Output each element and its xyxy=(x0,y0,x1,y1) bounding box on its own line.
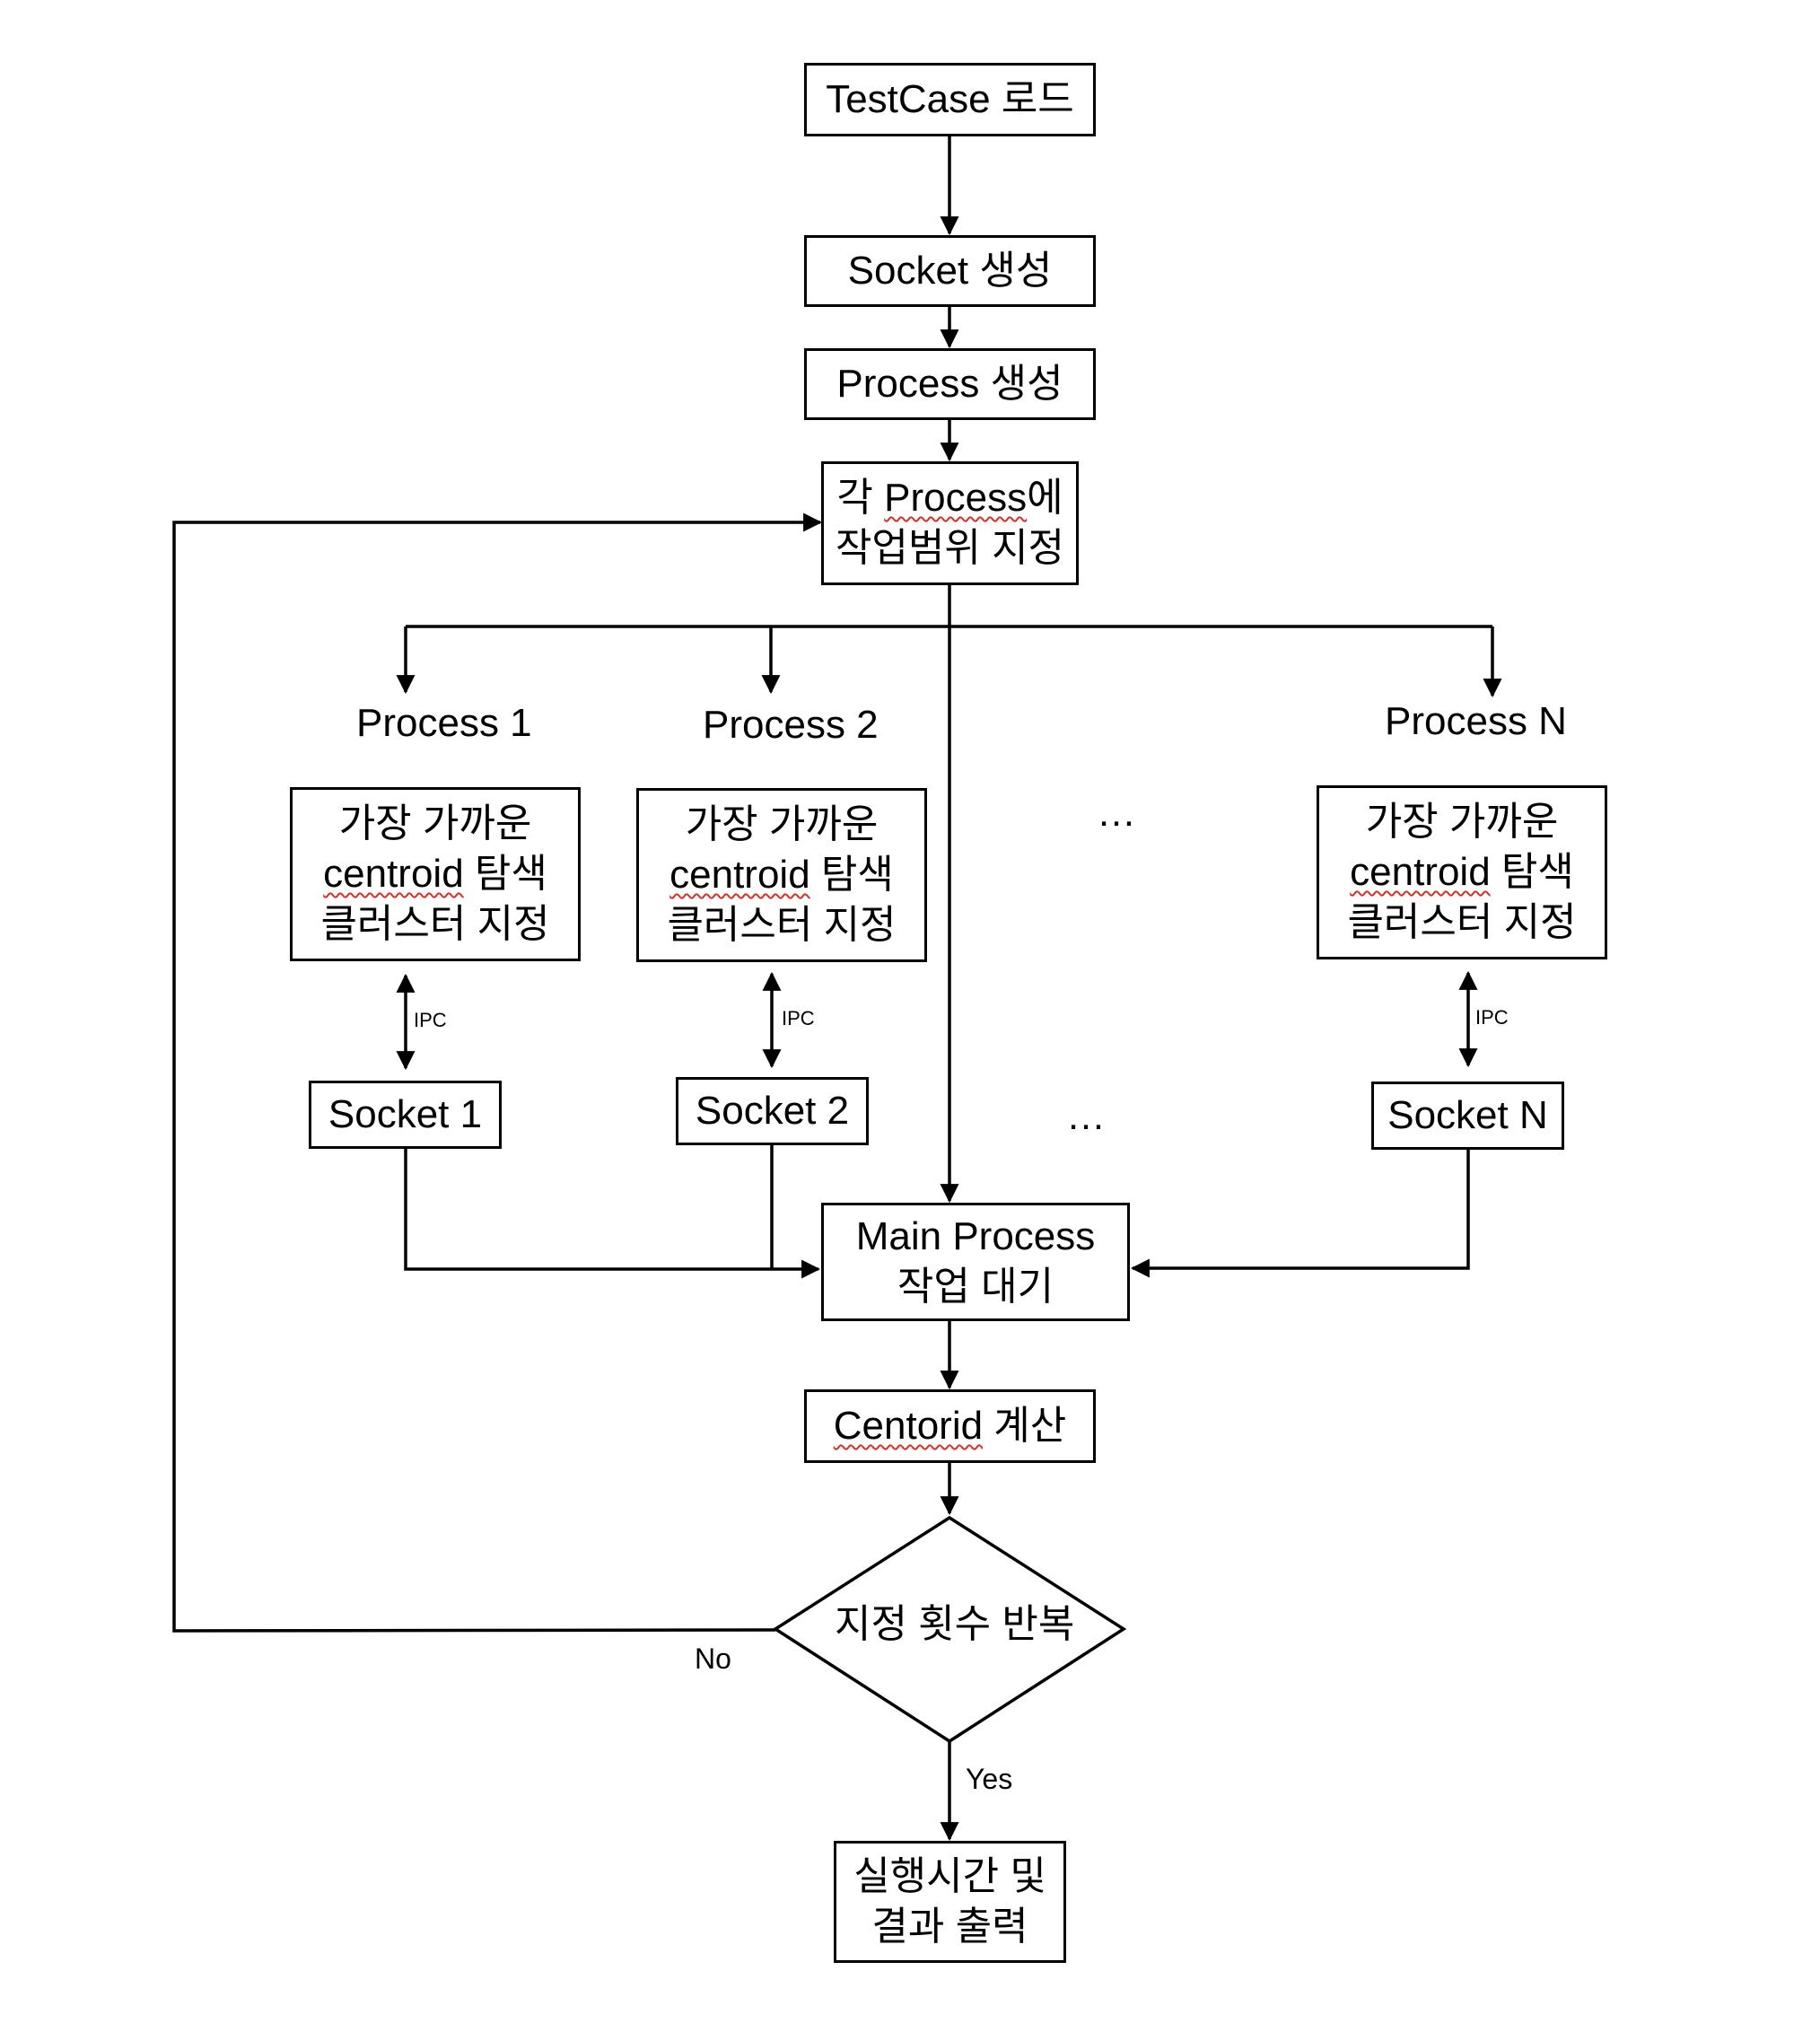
worker-1-line2: centroid 탐색 xyxy=(323,849,547,899)
centroid-calc-label: Centorid 계산 xyxy=(834,1401,1067,1451)
process-2-title: Process 2 xyxy=(703,703,879,747)
worker-n-box: 가장 가까운 centroid 탐색 클러스터 지정 xyxy=(1317,785,1607,959)
worker-n-line2: centroid 탐색 xyxy=(1350,847,1574,898)
socket-create-label: Socket 생성 xyxy=(847,249,1053,293)
process-create-box: Process 생성 xyxy=(804,348,1096,420)
socketn-to-main xyxy=(1130,1150,1470,1278)
socket-n-box: Socket N xyxy=(1371,1082,1564,1150)
socket-create-box: Socket 생성 xyxy=(804,235,1096,307)
worker-2-line3: 클러스터 지정 xyxy=(667,903,897,947)
ipc-label-1: IPC xyxy=(414,1009,447,1031)
main-process-line1: Main Process xyxy=(855,1214,1096,1258)
main-process-box: Main Process 작업 대기 xyxy=(821,1203,1130,1321)
socket-2-label: Socket 2 xyxy=(695,1089,850,1133)
result-output-line1: 실행시간 및 xyxy=(853,1854,1046,1898)
assign-range-line2: 작업범위 지정 xyxy=(835,526,1065,570)
assign-range-line1: 각 Process에 xyxy=(836,473,1063,523)
edge-label-yes: Yes xyxy=(966,1763,1013,1795)
worker-1-line3: 클러스터 지정 xyxy=(320,902,550,946)
centroid-calc-word: Centorid xyxy=(833,1404,984,1448)
ipc-label-n: IPC xyxy=(1475,1006,1509,1029)
process-create-label: Process 생성 xyxy=(836,362,1063,406)
ellipsis-top: … xyxy=(1097,791,1136,835)
edge-label-no: No xyxy=(695,1642,731,1675)
worker-n-centroid-word: centroid xyxy=(1350,850,1491,894)
assign-range-word: Process xyxy=(884,476,1028,520)
worker-2-line2: centroid 탐색 xyxy=(669,850,894,900)
ipc-label-2: IPC xyxy=(782,1007,815,1029)
worker-n-line3: 클러스터 지정 xyxy=(1347,900,1577,944)
worker-1-box: 가장 가까운 centroid 탐색 클러스터 지정 xyxy=(290,787,581,961)
centroid-calc-suffix: 계산 xyxy=(983,1404,1067,1448)
worker-n-line1: 가장 가까운 xyxy=(1365,800,1559,844)
assign-range-box: 각 Process에 작업범위 지정 xyxy=(821,461,1079,585)
decision-label: 지정 횟수 반복 xyxy=(835,1602,1075,1646)
assign-range-prefix: 각 xyxy=(836,476,885,520)
socket-n-label: Socket N xyxy=(1387,1093,1548,1137)
assign-range-suffix: 에 xyxy=(1027,476,1063,520)
socket-2-box: Socket 2 xyxy=(676,1077,869,1145)
process-1-title: Process 1 xyxy=(356,701,532,745)
arrow-no-loop xyxy=(172,512,823,1633)
centroid-calc-box: Centorid 계산 xyxy=(804,1389,1096,1463)
main-process-line2: 작업 대기 xyxy=(897,1265,1054,1309)
process-n-title: Process N xyxy=(1385,699,1567,743)
worker-2-centroid-word: centroid xyxy=(669,853,810,897)
testcase-load-box: TestCase 로드 xyxy=(804,63,1096,136)
worker-1-line1: 가장 가까운 xyxy=(338,801,532,845)
ellipsis-bottom: … xyxy=(1066,1094,1106,1138)
socket1-to-main xyxy=(404,1149,821,1279)
worker-2-line1: 가장 가까운 xyxy=(685,802,879,846)
worker-2-box: 가장 가까운 centroid 탐색 클러스터 지정 xyxy=(636,788,927,962)
result-output-box: 실행시간 및 결과 출력 xyxy=(834,1841,1066,1963)
worker-1-centroid-word: centroid xyxy=(323,852,464,896)
result-output-line2: 결과 출력 xyxy=(871,1905,1028,1949)
socket-1-label: Socket 1 xyxy=(328,1092,483,1136)
worker-n-line2-suffix: 탐색 xyxy=(1490,850,1574,894)
worker-2-line2-suffix: 탐색 xyxy=(809,853,894,897)
worker-1-line2-suffix: 탐색 xyxy=(463,852,547,896)
socket-1-box: Socket 1 xyxy=(309,1081,502,1149)
testcase-load-label: TestCase 로드 xyxy=(826,77,1074,121)
